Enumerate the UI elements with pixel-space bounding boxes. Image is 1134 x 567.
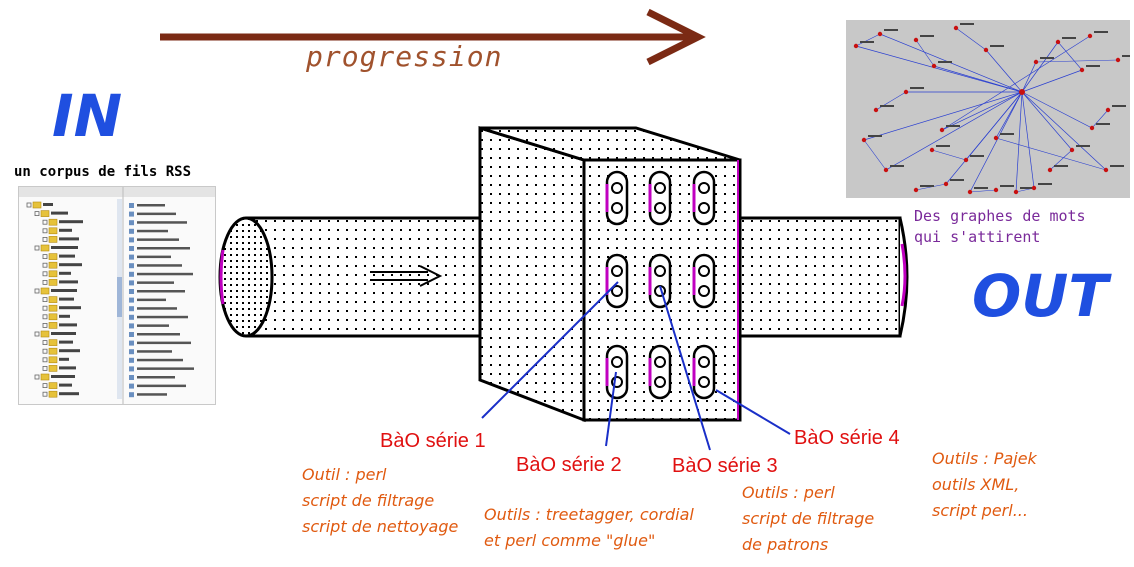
serie-3-tools: Outils : perl script de filtrage de patr…: [742, 480, 874, 558]
serie-3-tool-line: Outils : perl: [742, 483, 835, 502]
word-graph-image: [846, 20, 1130, 198]
socket-slot: [692, 170, 716, 226]
serie-4-tool-line: outils XML,: [932, 475, 1020, 494]
rss-file-tree-screenshot: [18, 186, 216, 405]
socket-slot: [692, 253, 716, 309]
serie-4-label: BàO série 4: [794, 427, 900, 449]
word-graph-picture: [853, 23, 1130, 195]
serie-3-tool-line: script de filtrage: [742, 509, 875, 528]
serie-1-label: BàO série 1: [380, 430, 486, 452]
socket-slot: [648, 170, 672, 226]
flow-arrow: [370, 265, 443, 287]
socket-slot: [605, 344, 629, 400]
in-title: IN: [52, 82, 123, 150]
progression-arrow: [160, 8, 706, 66]
serie-1-tool-line: script de filtrage: [302, 491, 435, 510]
serie-2-tool-line: et perl comme "glue": [484, 531, 656, 550]
serie-3-tool-line: de patrons: [742, 535, 829, 554]
serie-1-tool-line: Outil : perl: [302, 465, 387, 484]
file-tree-image: [19, 187, 215, 404]
serie-4-tool-line: Outils : Pajek: [932, 449, 1037, 468]
serie-2-tools: Outils : treetagger, cordial et perl com…: [484, 502, 694, 554]
socket-slot: [605, 170, 629, 226]
serie-1-tools: Outil : perl script de filtrage script d…: [302, 462, 458, 540]
socket-slot: [648, 253, 672, 309]
leader-lines: [481, 281, 791, 451]
serie-2-tool-line: Outils : treetagger, cordial: [484, 505, 694, 524]
corpus-label: un corpus de fils RSS: [14, 164, 192, 180]
graph-caption: Des graphes de mots qui s'attirent: [914, 206, 1086, 248]
serie-1-tool-line: script de nettoyage: [302, 517, 459, 536]
graph-caption-line1: Des graphes de mots: [914, 207, 1086, 225]
socket-slot: [692, 344, 716, 400]
tool-sockets: [605, 170, 716, 400]
socket-slot: [605, 253, 629, 309]
serie-4-tool-line: script perl...: [932, 501, 1028, 520]
graph-caption-line2: qui s'attirent: [914, 228, 1041, 246]
serie-3-label: BàO série 3: [672, 455, 778, 477]
serie-4-tools: Outils : Pajek outils XML, script perl..…: [932, 446, 1037, 524]
serie-2-label: BàO série 2: [516, 454, 622, 476]
progression-label: progression: [306, 40, 503, 73]
socket-slot: [648, 344, 672, 400]
out-title: OUT: [972, 262, 1108, 330]
